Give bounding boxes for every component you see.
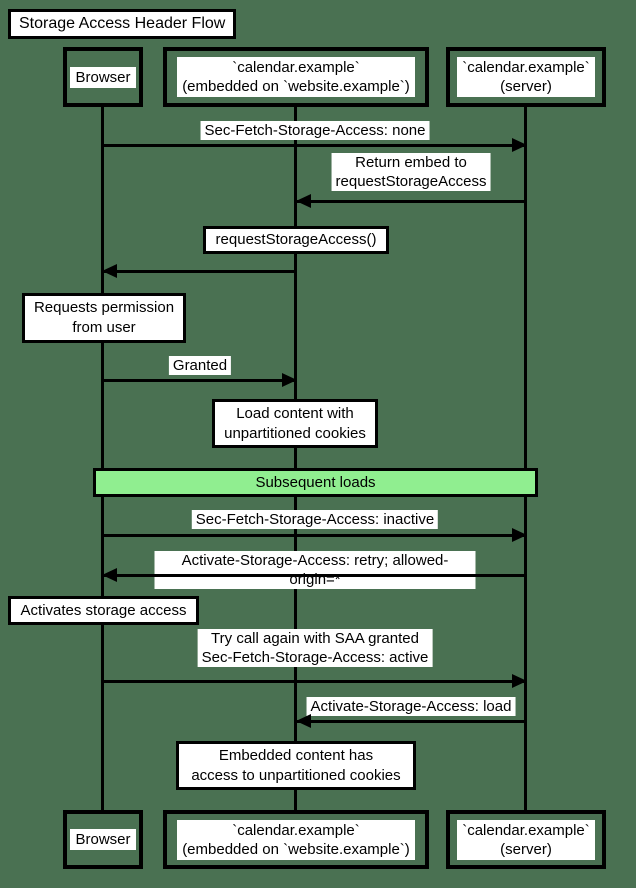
- message-label-sec-fetch-none: Sec-Fetch-Storage-Access: none: [200, 121, 430, 140]
- participant-embedded-top: `calendar.example` (embedded on `website…: [163, 47, 429, 107]
- participant-label: `calendar.example` (embedded on `website…: [177, 57, 415, 97]
- divider-subsequent-loads: Subsequent loads: [93, 468, 538, 497]
- arrowhead-right-icon: [282, 373, 297, 387]
- arrowhead-left-icon: [102, 264, 117, 278]
- participant-label: Browser: [70, 829, 136, 850]
- message-arrow: [103, 270, 296, 273]
- participant-embedded-bottom: `calendar.example` (embedded on `website…: [163, 810, 429, 869]
- message-label-try-call-again: Try call again with SAA granted Sec-Fetc…: [197, 629, 433, 667]
- message-label-granted: Granted: [168, 356, 232, 375]
- note-requests-permission: Requests permission from user: [22, 293, 186, 343]
- message-label-return-embed: Return embed to requestStorageAccess: [331, 153, 491, 191]
- arrowhead-left-icon: [296, 714, 311, 728]
- arrowhead-left-icon: [102, 568, 117, 582]
- lifeline-embedded: [294, 107, 297, 810]
- lifeline-browser: [101, 107, 104, 810]
- note-load-content: Load content with unpartitioned cookies: [212, 399, 378, 448]
- message-label-activate-retry: Activate-Storage-Access: retry; allowed-…: [154, 551, 476, 589]
- arrowhead-right-icon: [512, 528, 527, 542]
- participant-label: Browser: [70, 66, 136, 88]
- message-label-sec-fetch-inactive: Sec-Fetch-Storage-Access: inactive: [191, 510, 439, 529]
- message-arrow: [103, 144, 526, 147]
- note-embedded-content: Embedded content has access to unpartiti…: [176, 741, 416, 790]
- participant-server-top: `calendar.example` (server): [446, 47, 606, 107]
- participant-label: `calendar.example` (embedded on `website…: [177, 819, 415, 860]
- arrowhead-left-icon: [296, 194, 311, 208]
- lifeline-server: [524, 107, 527, 810]
- message-arrow: [296, 720, 526, 723]
- message-arrow: [103, 534, 526, 537]
- message-arrow: [103, 680, 526, 683]
- note-activates-storage-access: Activates storage access: [8, 596, 199, 625]
- participant-label: `calendar.example` (server): [457, 819, 595, 860]
- participant-browser-top: Browser: [63, 47, 143, 107]
- message-arrow: [103, 574, 526, 577]
- message-arrow: [103, 379, 296, 382]
- participant-browser-bottom: Browser: [63, 810, 143, 869]
- arrowhead-right-icon: [512, 674, 527, 688]
- participant-server-bottom: `calendar.example` (server): [446, 810, 606, 869]
- note-request-storage-access: requestStorageAccess(): [203, 226, 389, 254]
- message-label-activate-load: Activate-Storage-Access: load: [306, 697, 516, 716]
- diagram-title: Storage Access Header Flow: [8, 9, 237, 39]
- arrowhead-right-icon: [512, 138, 527, 152]
- participant-label: `calendar.example` (server): [457, 57, 595, 97]
- message-arrow: [296, 200, 526, 203]
